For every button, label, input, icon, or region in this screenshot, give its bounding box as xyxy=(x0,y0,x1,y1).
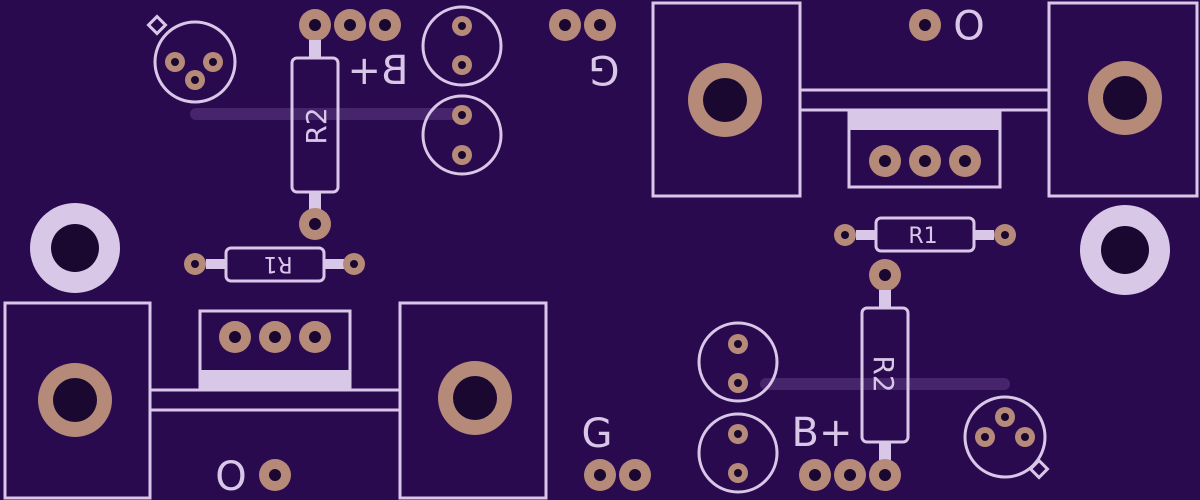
r2-top-label: R2 xyxy=(300,107,333,144)
ground-bottom-label: G xyxy=(582,411,613,457)
jack-bottom-middle xyxy=(398,301,548,500)
ground-pads-bottom xyxy=(584,459,651,491)
capacitor-bottom-1 xyxy=(697,321,779,403)
jack-top-middle xyxy=(651,1,802,198)
rail-left xyxy=(150,388,400,412)
resistor-r2-right: R2 xyxy=(860,259,910,460)
faint-trace-bottom xyxy=(760,378,1010,390)
bplus-bottom-label: B+ xyxy=(792,410,853,456)
ground-pads-top xyxy=(549,9,616,41)
faint-trace-top xyxy=(190,108,460,120)
output-pad-top-right xyxy=(909,9,941,41)
jack-top-right xyxy=(1047,1,1199,198)
r1-right-label: R1 xyxy=(908,224,937,249)
r2-right-label: R2 xyxy=(867,355,900,392)
transistor-top-left xyxy=(146,14,237,104)
mounting-hole-right xyxy=(1080,205,1170,295)
resistor-r2-top: R2 xyxy=(290,40,340,240)
output-pad-bottom-left xyxy=(259,459,291,491)
output-bottom-left-label: O xyxy=(215,454,246,500)
capacitor-top-2 xyxy=(421,94,503,176)
resistor-r1-right: R1 xyxy=(834,216,1016,253)
bplus-top-label: B+ xyxy=(348,48,409,94)
ground-top-label: G xyxy=(589,46,620,92)
capacitor-top-1 xyxy=(421,5,503,87)
capacitor-bottom-2 xyxy=(697,412,779,494)
r1-left-label: R1 xyxy=(263,251,292,276)
transistor-bottom-right xyxy=(963,395,1050,480)
voltage-regulator-left xyxy=(198,309,352,389)
jack-bottom-left xyxy=(3,301,152,500)
output-top-right-label: O xyxy=(953,0,984,46)
resistor-r1-left: R1 xyxy=(184,246,365,283)
rail-right xyxy=(800,88,1049,112)
voltage-regulator-right xyxy=(847,110,1002,189)
header-pads-bottom xyxy=(799,459,901,491)
mounting-hole-left xyxy=(30,203,120,293)
header-pads-top xyxy=(299,9,401,41)
